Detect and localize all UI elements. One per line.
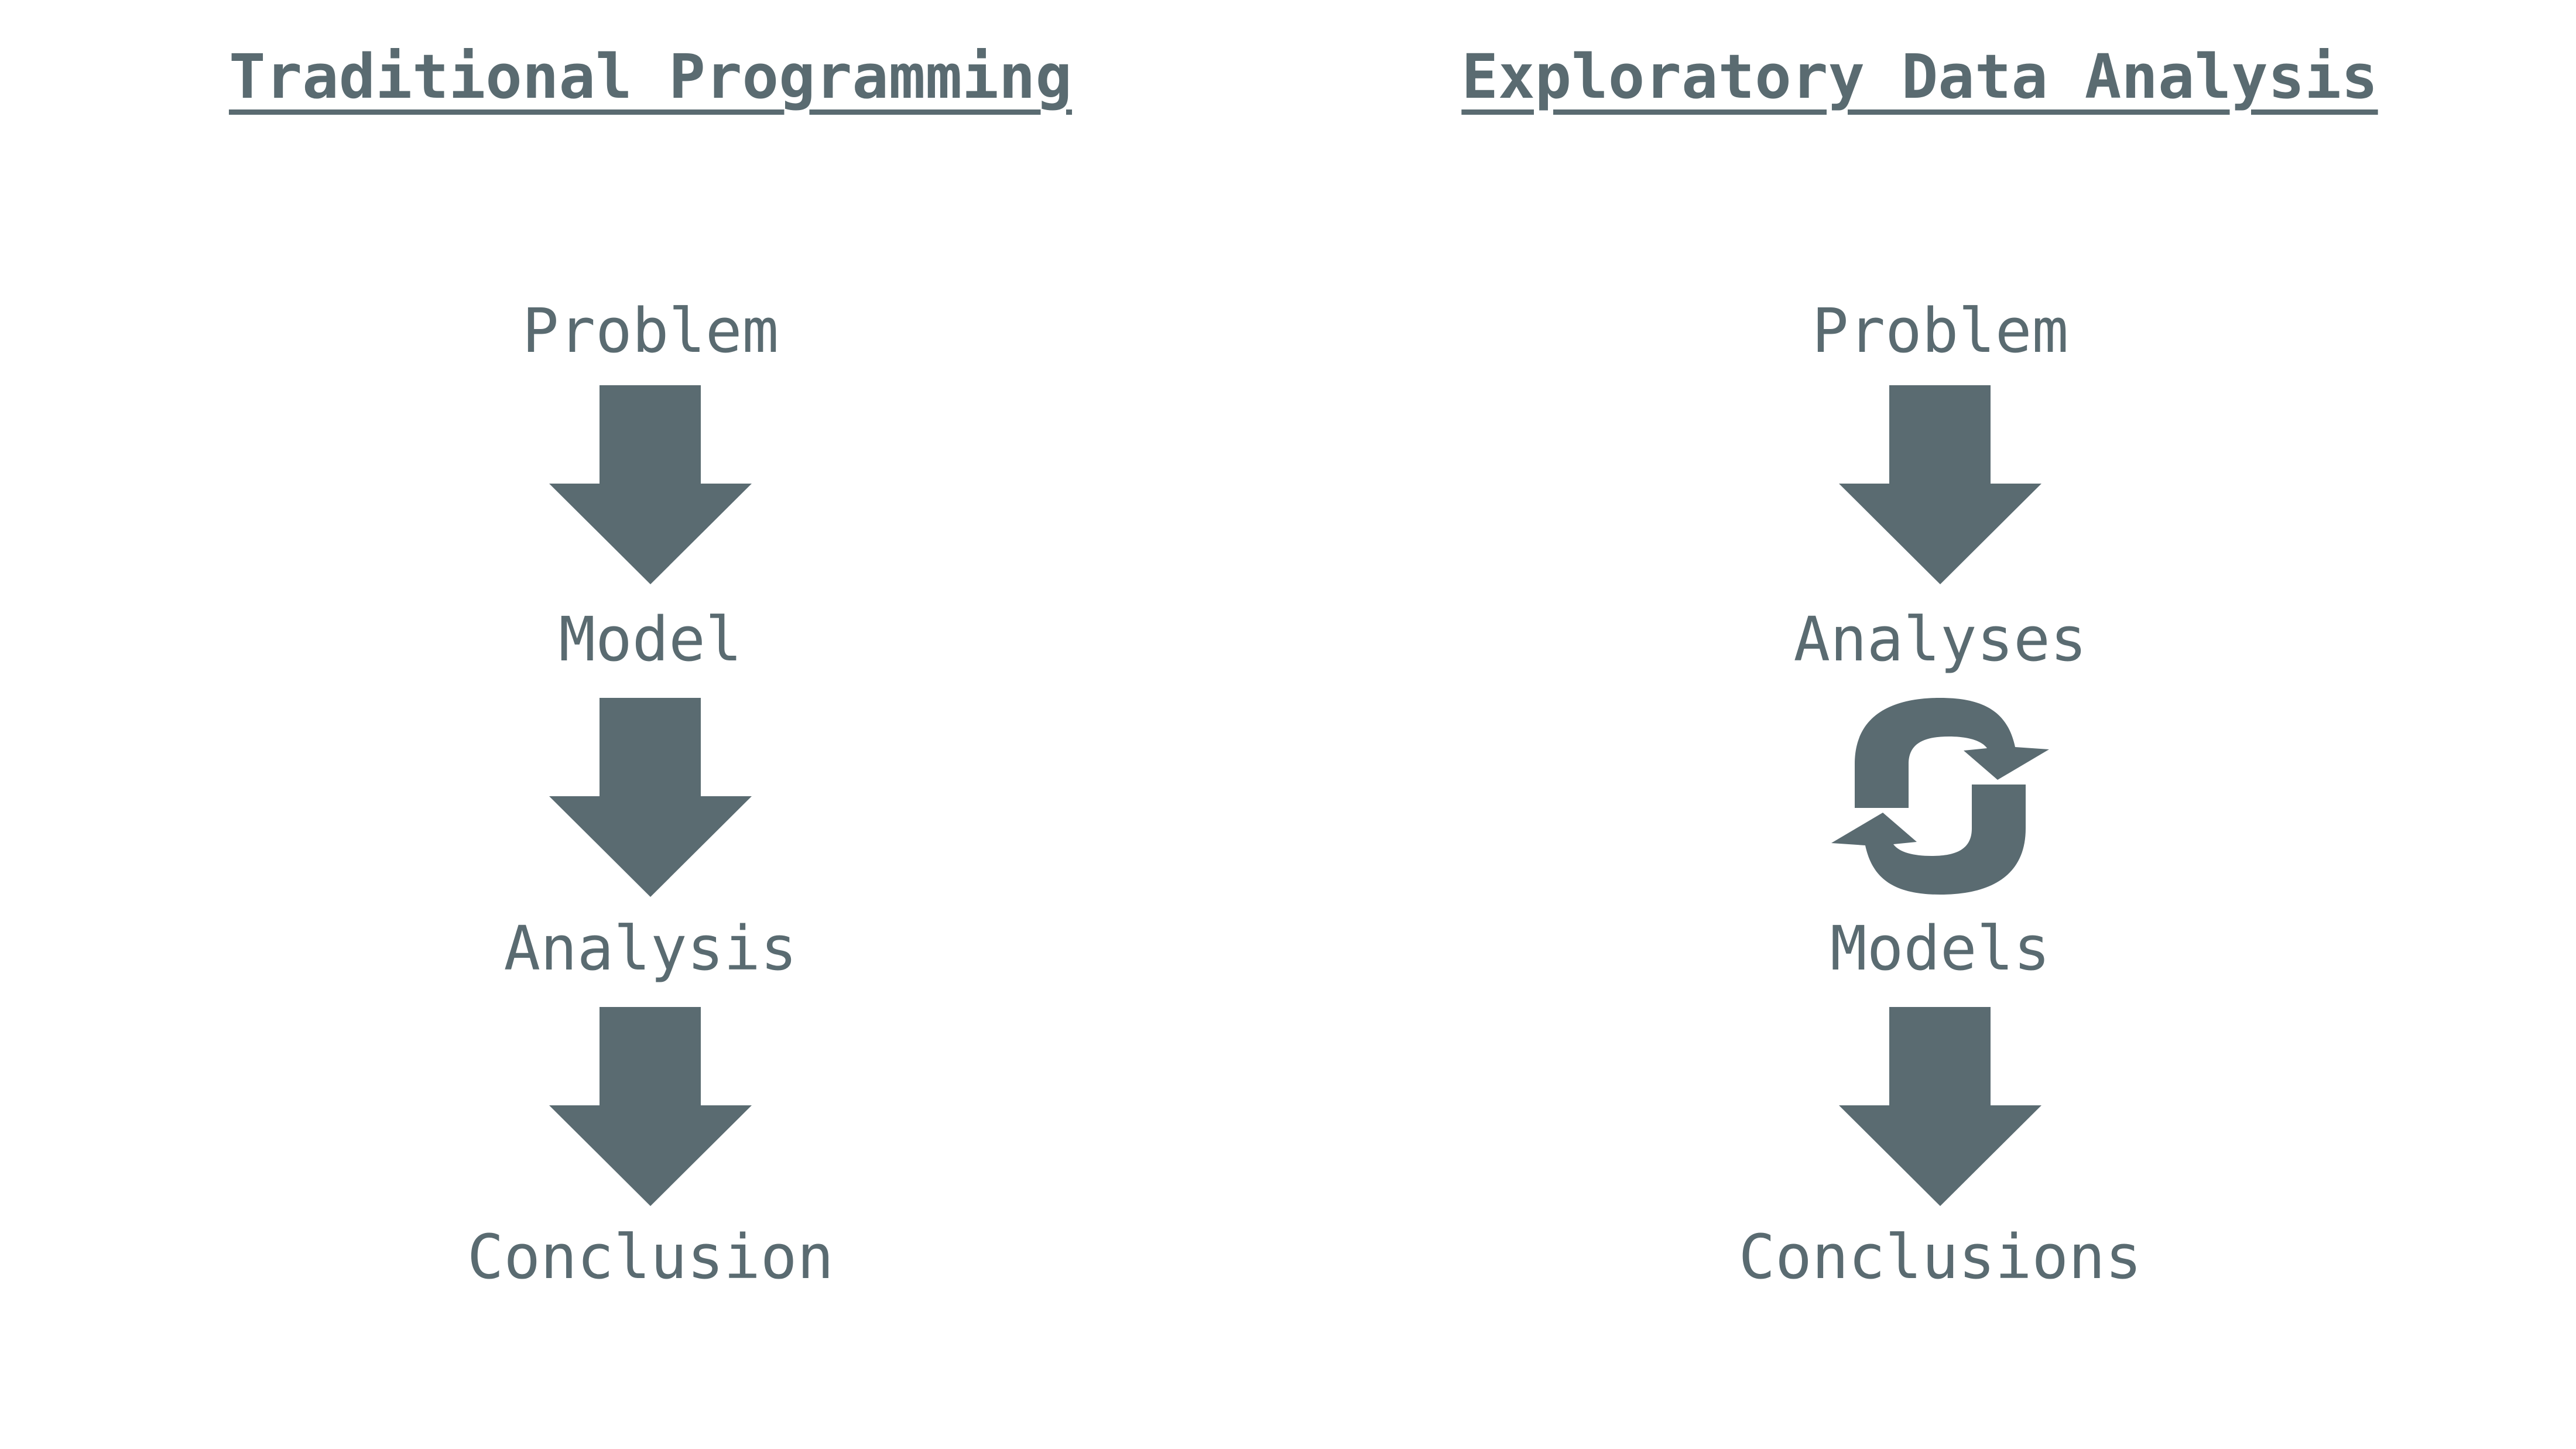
exploratory-data-analysis-heading: Exploratory Data Analysis: [1461, 41, 2378, 112]
left-step-analysis: Analysis: [503, 913, 797, 984]
arrow-down-icon: [549, 1007, 752, 1206]
cycle-arrows-icon: [1831, 698, 2049, 895]
right-step-problem: Problem: [1811, 295, 2069, 366]
traditional-programming-heading: Traditional Programming: [228, 41, 1073, 112]
arrow-down-icon: [1839, 385, 2041, 584]
left-step-problem: Problem: [522, 295, 779, 366]
right-step-conclusions: Conclusions: [1738, 1221, 2142, 1293]
arrow-down-icon: [1839, 1007, 2041, 1206]
arrow-down-icon: [549, 698, 752, 897]
right-step-analyses: Analyses: [1793, 604, 2087, 675]
right-step-models: Models: [1830, 913, 2050, 984]
left-step-model: Model: [559, 604, 742, 675]
arrow-down-icon: [549, 385, 752, 584]
left-step-conclusion: Conclusion: [467, 1221, 834, 1293]
